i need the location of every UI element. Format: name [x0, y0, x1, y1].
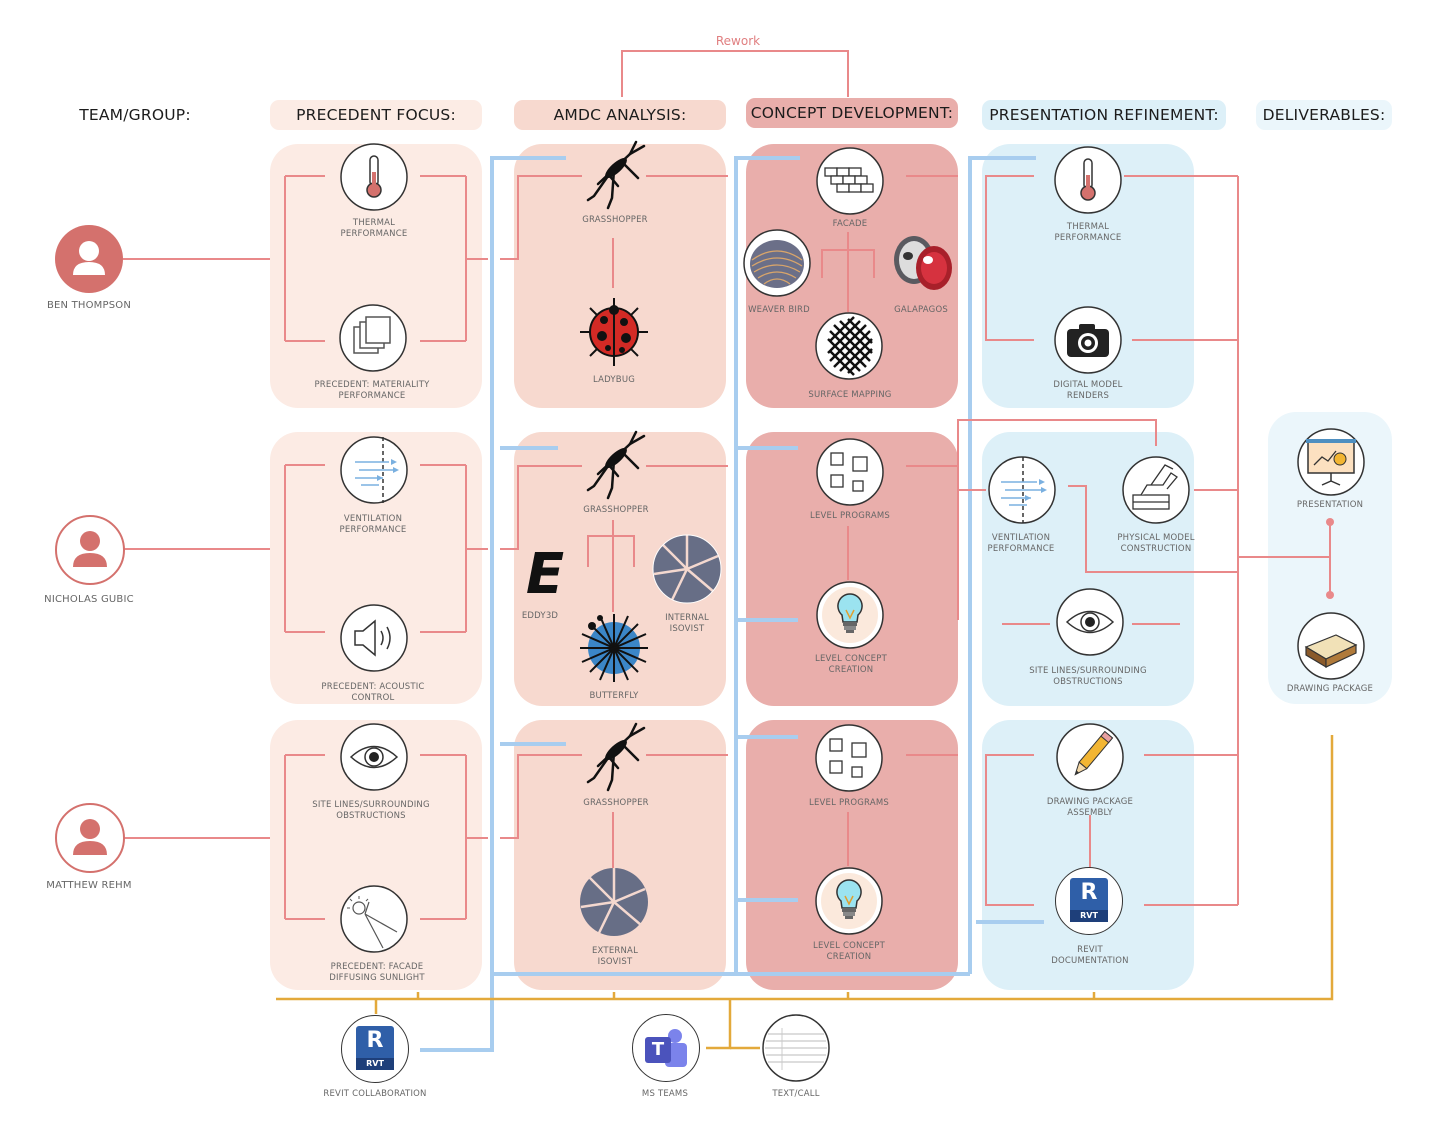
teams-t-letter: T: [645, 1037, 671, 1063]
grasshopper-icon: [586, 430, 646, 500]
grasshopper-icon: [586, 722, 646, 792]
header-amdc: AMDC ANALYSIS:: [514, 100, 726, 130]
pencil-icon: [1056, 723, 1124, 791]
team-name-2: NICHOLAS GUBIC: [44, 594, 134, 605]
grasshopper-icon: [586, 140, 646, 210]
header-deliverables: DELIVERABLES:: [1256, 100, 1392, 130]
label-galapagos: GALAPAGOS: [894, 305, 948, 315]
level-programs-icon: [816, 438, 884, 506]
header-precedent: PRECEDENT FOCUS:: [270, 100, 482, 130]
label-surface: SURFACE MAPPING: [808, 390, 892, 400]
label-level-concept-2: LEVEL CONCEPT CREATION: [813, 941, 885, 962]
teams-dot: [668, 1029, 682, 1043]
team-name-3: MATTHEW REHM: [46, 880, 132, 891]
speaker-icon: [340, 604, 408, 672]
thermometer-icon: [340, 143, 408, 211]
revit-rvt-text: RVT: [356, 1058, 394, 1070]
person-icon: [73, 819, 107, 855]
label-physical-model: PHYSICAL MODEL CONSTRUCTION: [1117, 533, 1195, 554]
label-drawing-assembly: DRAWING PACKAGE ASSEMBLY: [1046, 797, 1134, 818]
thermometer-icon: [1054, 146, 1122, 214]
label-acoustic: PRECEDENT: ACOUSTIC CONTROL: [321, 682, 425, 703]
label-revit-collaboration: REVIT COLLABORATION: [323, 1089, 427, 1099]
eddy3d-letter: E: [525, 542, 565, 607]
isovist-icon: [652, 534, 722, 604]
label-facade: FACADE: [832, 219, 868, 229]
avatar-matthew-rehm: [55, 803, 125, 873]
label-deliverable-presentation: PRESENTATION: [1296, 500, 1364, 510]
label-digital-model: DIGITAL MODEL RENDERS: [1053, 380, 1123, 401]
label-text-call: TEXT/CALL: [772, 1089, 820, 1099]
label-facade-precedent: PRECEDENT: FACADE DIFFUSING SUNLIGHT: [329, 962, 425, 983]
label-materiality: PRECEDENT: MATERIALITY PERFORMANCE: [314, 380, 430, 401]
rework-label: Rework: [715, 34, 761, 48]
label-deliverable-drawing: DRAWING PACKAGE: [1286, 684, 1374, 694]
label-pres-thermal: THERMAL PERFORMANCE: [1054, 222, 1122, 243]
label-sitelines: SITE LINES/SURROUNDING OBSTRUCTIONS: [312, 800, 430, 821]
ventilation-icon: [340, 436, 408, 504]
ladybug-icon: [580, 298, 648, 366]
label-ladybug: LADYBUG: [592, 375, 636, 385]
butterfly-icon: [580, 614, 648, 682]
label-grasshopper-2: GRASSHOPPER: [583, 505, 649, 515]
eddy3d-logo-icon: E: [518, 542, 572, 607]
header-presentation: PRESENTATION REFINEMENT:: [982, 100, 1226, 130]
label-ventilation: VENTILATION PERFORMANCE: [339, 514, 407, 535]
copy-icon: [339, 304, 407, 372]
sun-diffusion-icon: [340, 885, 408, 953]
amdc-panel-3: [514, 720, 726, 990]
label-grasshopper-1: GRASSHOPPER: [582, 215, 648, 225]
label-weaver: WEAVER BIRD: [748, 305, 810, 315]
camera-icon: [1054, 306, 1122, 374]
header-concept: CONCEPT DEVELOPMENT:: [746, 98, 958, 128]
revit-rvt-text: RVT: [1070, 910, 1108, 922]
label-ms-teams: MS TEAMS: [641, 1089, 689, 1099]
weaverbird-icon: [743, 229, 811, 297]
label-eddy3d: EDDY3D: [521, 611, 559, 621]
avatar-ben-thompson: [55, 225, 123, 293]
label-level-programs-1: LEVEL PROGRAMS: [810, 511, 890, 521]
book-icon: [1297, 612, 1365, 680]
team-name-1: BEN THOMPSON: [46, 300, 132, 311]
label-pres-ventilation: VENTILATION PERFORMANCE: [987, 533, 1055, 554]
amdc-panel-1: [514, 144, 726, 408]
revit-r-letter: R: [366, 1028, 384, 1053]
ventilation-icon: [988, 456, 1056, 524]
label-level-concept-1: LEVEL CONCEPT CREATION: [815, 654, 887, 675]
label-level-programs-2: LEVEL PROGRAMS: [809, 798, 889, 808]
eye-icon: [1056, 588, 1124, 656]
label-butterfly: BUTTERFLY: [589, 691, 639, 701]
revit-collaboration-icon: R RVT: [341, 1015, 409, 1083]
person-icon: [73, 241, 105, 275]
surface-mapping-icon: [815, 312, 883, 380]
text-call-icon: [762, 1014, 830, 1082]
facade-grid-icon: [816, 147, 884, 215]
isovist-icon: [580, 868, 648, 936]
person-icon: [73, 531, 107, 567]
lightbulb-icon: [815, 867, 883, 935]
revit-badge: R RVT: [356, 1026, 394, 1070]
label-thermal: THERMAL PERFORMANCE: [340, 218, 408, 239]
label-grasshopper-3: GRASSHOPPER: [583, 798, 649, 808]
physical-model-icon: [1122, 456, 1190, 524]
revit-r-letter: R: [1080, 880, 1098, 905]
ms-teams-icon: T: [632, 1014, 700, 1082]
label-external-isovist: EXTERNAL ISOVIST: [591, 946, 639, 967]
avatar-nicholas-gubic: [55, 515, 125, 585]
lightbulb-icon: [816, 581, 884, 649]
revit-icon: R RVT: [1055, 867, 1123, 935]
label-pres-sitelines: SITE LINES/SURROUNDING OBSTRUCTIONS: [1029, 666, 1147, 687]
galapagos-icon: [894, 236, 952, 290]
label-revit-documentation: REVIT DOCUMENTATION: [1051, 945, 1129, 966]
presentation-board-icon: [1297, 428, 1365, 496]
revit-badge: R RVT: [1070, 878, 1108, 922]
header-team: TEAM/GROUP:: [79, 106, 191, 124]
level-programs-icon: [815, 724, 883, 792]
label-internal-isovist: INTERNAL ISOVIST: [665, 613, 709, 634]
eye-icon: [340, 723, 408, 791]
